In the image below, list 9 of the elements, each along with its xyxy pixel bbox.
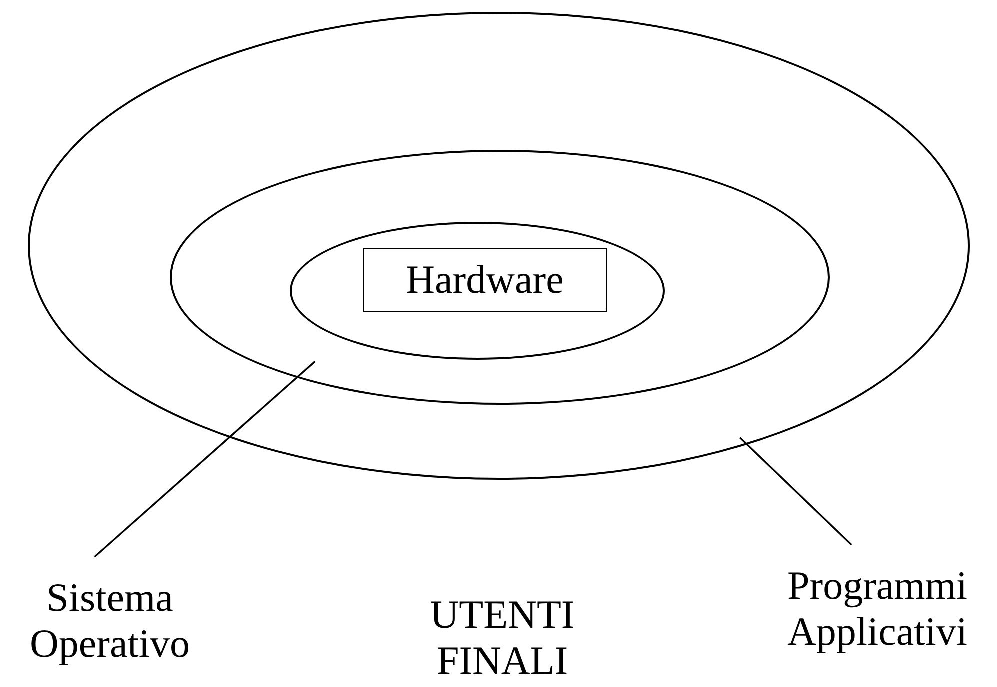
- inner-ellipse: [290, 222, 665, 360]
- label-text: UTENTI FINALI: [429, 592, 576, 684]
- callout-text: Programmi Applicativi: [760, 548, 995, 670]
- middle-ellipse: [170, 150, 830, 405]
- outer-ellipse: [28, 12, 970, 480]
- leader-line: [740, 437, 852, 546]
- label-box: Hardware: [363, 248, 607, 312]
- leader-line: [94, 360, 316, 558]
- callout-text: Sistema Operativo: [15, 560, 205, 682]
